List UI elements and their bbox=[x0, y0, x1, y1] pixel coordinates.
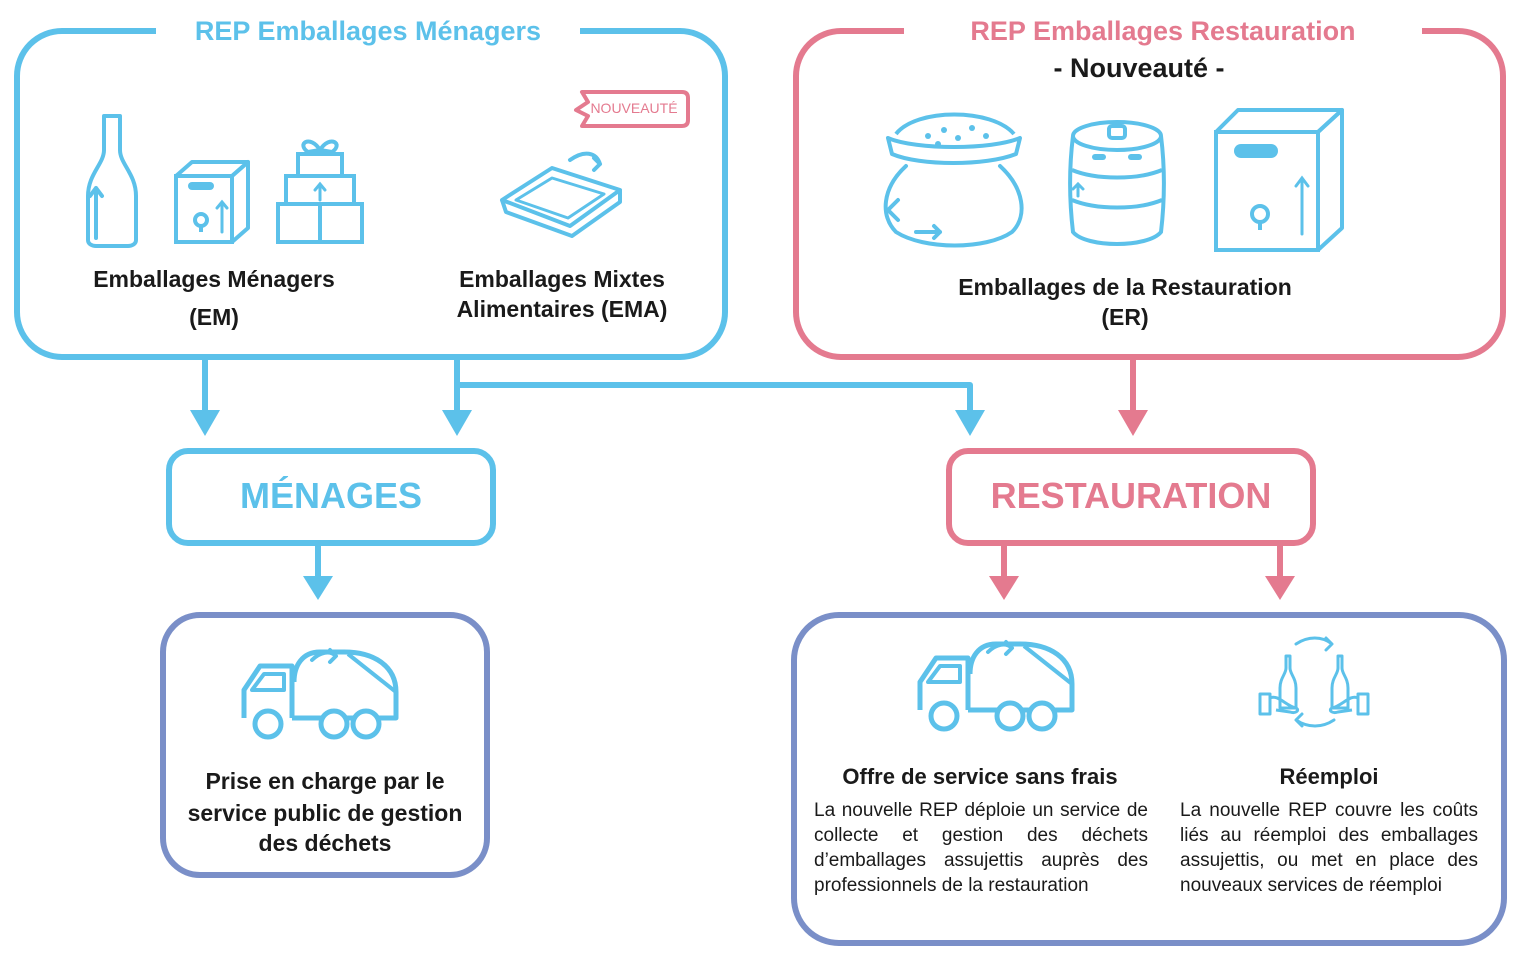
ema-label-line1: Emballages Mixtes bbox=[459, 266, 665, 292]
sack-icon bbox=[883, 112, 1024, 248]
gift-boxes-icon bbox=[276, 139, 364, 244]
restauration-services-box bbox=[791, 612, 1507, 946]
em-label-line1: Emballages Ménagers bbox=[93, 266, 335, 292]
service-public-line2: service public de gestion bbox=[187, 800, 463, 826]
garbage-truck-icon bbox=[917, 640, 1075, 732]
er-label-line1: Emballages de la Restauration bbox=[958, 274, 1292, 300]
nouveaute-subtitle: - Nouveauté - bbox=[1053, 53, 1225, 83]
box-icon bbox=[174, 160, 250, 244]
service-public-line1: Prise en charge par le bbox=[205, 768, 445, 794]
garbage-truck-icon bbox=[241, 648, 399, 740]
em-label-line2: (EM) bbox=[189, 304, 239, 330]
offre-service-text: La nouvelle REP déploie un service de co… bbox=[814, 800, 1148, 896]
bottle-icon bbox=[86, 114, 138, 248]
rep-restauration-title: REP Emballages Restauration bbox=[904, 14, 1422, 48]
menages-label: MÉNAGES bbox=[239, 475, 423, 516]
restauration-label: RESTAURATION bbox=[990, 475, 1272, 516]
restauration-box bbox=[946, 448, 1316, 546]
nouveaute-badge bbox=[574, 90, 690, 128]
carton-icon bbox=[1214, 108, 1344, 252]
er-label-line2: (ER) bbox=[1101, 304, 1149, 330]
ema-label-line2: Alimentaires (EMA) bbox=[456, 296, 668, 322]
tray-icon bbox=[500, 151, 622, 238]
nouveaute-badge-label: NOUVEAUTÉ bbox=[590, 100, 678, 116]
service-public-box bbox=[160, 612, 490, 878]
service-public-line3: des déchets bbox=[258, 830, 392, 856]
keg-icon bbox=[1068, 120, 1166, 246]
menages-box bbox=[166, 448, 496, 546]
rep-menagers-title: REP Emballages Ménagers bbox=[156, 14, 580, 48]
reemploi-title: Réemploi bbox=[1279, 764, 1379, 789]
offre-service-title: Offre de service sans frais bbox=[842, 764, 1118, 789]
reuse-hands-icon bbox=[1258, 636, 1370, 728]
reemploi-text: La nouvelle REP couvre les coûts liés au… bbox=[1180, 800, 1478, 896]
